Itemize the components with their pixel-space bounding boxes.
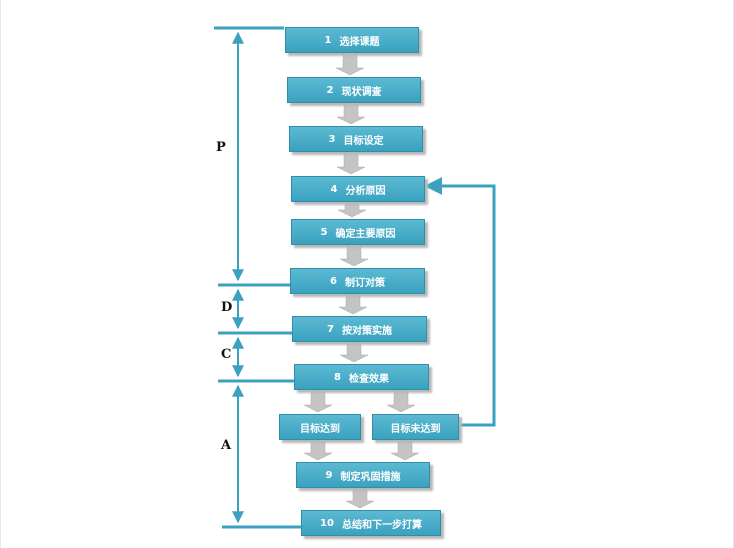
flow-down-arrow: [336, 150, 366, 175]
flow-down-arrow: [336, 101, 366, 125]
flow-down-arrow: [303, 438, 333, 461]
step-label: 选择课题: [339, 36, 380, 48]
step-survey-status: 2 现状调查: [287, 77, 421, 103]
flow-down-arrow: [303, 388, 333, 413]
step-number: 10: [320, 517, 334, 529]
step-number: 5: [320, 226, 328, 238]
step-label: 目标达到: [300, 423, 340, 435]
step-number: 2: [326, 84, 334, 96]
phase-label-a: A: [221, 438, 232, 453]
step-summary-next: 10 总结和下一步打算: [301, 510, 441, 536]
step-main-causes: 5 确定主要原因: [291, 219, 425, 245]
flow-down-arrow: [338, 292, 368, 315]
step-make-countermeasures: 6 制订对策: [290, 268, 425, 294]
step-number: 9: [325, 469, 333, 481]
step-label: 按对策实施: [341, 325, 392, 337]
step-target-not-reached: 目标未达到: [372, 414, 459, 440]
step-check-effect: 8 检查效果: [294, 364, 429, 390]
step-analyze-causes: 4 分析原因: [291, 176, 425, 202]
phase-label-p: P: [216, 140, 226, 155]
step-set-target: 3 目标设定: [289, 126, 423, 152]
step-number: 4: [330, 183, 338, 195]
flow-down-arrow: [339, 243, 369, 267]
step-label: 确定主要原因: [335, 228, 396, 240]
step-consolidate: 9 制定巩固措施: [296, 462, 430, 488]
phase-label-d: D: [221, 300, 233, 315]
step-number: 6: [330, 275, 337, 287]
step-label: 制订对策: [344, 277, 385, 289]
step-label: 检查效果: [348, 373, 389, 385]
step-number: 8: [334, 371, 341, 383]
step-label: 制定巩固措施: [340, 471, 401, 483]
left-frame-line: [0, 0, 1, 548]
step-number: 3: [328, 133, 336, 145]
flow-down-arrow: [390, 438, 420, 461]
step-label: 总结和下一步打算: [341, 519, 422, 531]
feedback-loop-arrow: [424, 177, 496, 427]
flow-down-arrow: [339, 340, 369, 363]
step-label: 分析原因: [345, 185, 386, 197]
step-target-reached: 目标达到: [279, 414, 361, 440]
step-label: 目标未达到: [390, 423, 441, 435]
flow-down-arrow: [386, 388, 416, 413]
flow-down-arrow: [345, 486, 375, 509]
flow-down-arrow: [337, 200, 367, 218]
step-number: 1: [324, 34, 332, 46]
step-implement: 7 按对策实施: [292, 316, 427, 342]
step-number: 7: [327, 323, 334, 335]
step-select-topic: 1 选择课题: [285, 27, 419, 53]
flow-down-arrow: [335, 51, 365, 76]
flow-arrows: [303, 51, 420, 509]
step-label: 现状调查: [341, 86, 382, 98]
phase-label-c: C: [221, 347, 232, 362]
step-label: 目标设定: [343, 135, 384, 147]
